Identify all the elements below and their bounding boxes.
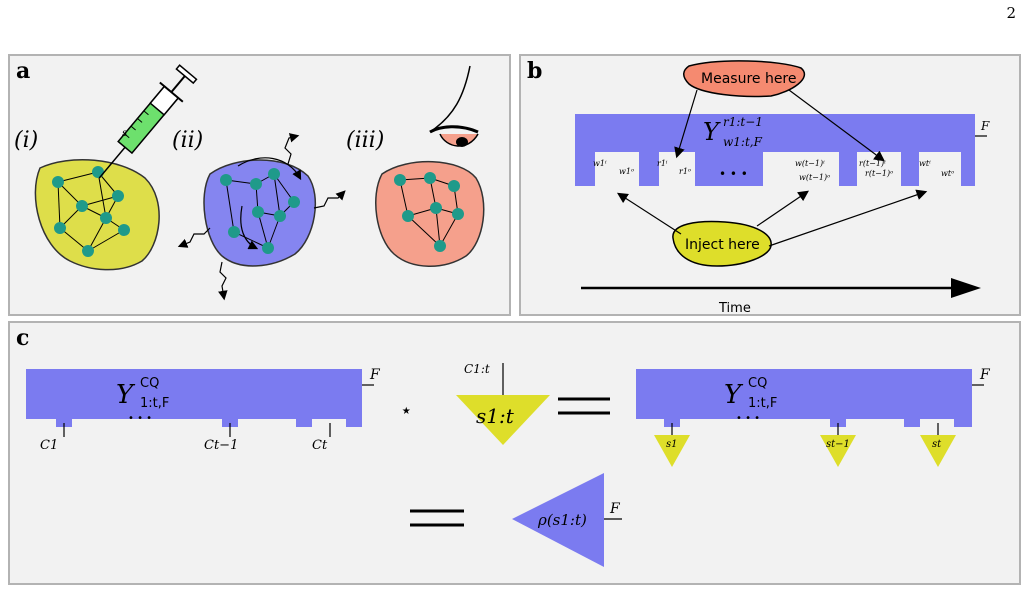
comb-leg-labels: w1ⁱ w1ᵒ r1ⁱ r1ᵒ w(t−1)ⁱ w(t−1)ᵒ r(t−1)ⁱ … bbox=[593, 159, 954, 182]
equals-sign-top bbox=[558, 397, 610, 415]
output-label: F bbox=[980, 119, 990, 133]
inject-label: Inject here bbox=[685, 237, 760, 253]
cq-tensor-right-dots: • • • bbox=[736, 413, 760, 424]
triangle-st-label: st bbox=[932, 439, 942, 450]
leg-ct: Ct bbox=[312, 438, 328, 453]
cq-tensor-dots: • • • bbox=[128, 413, 152, 424]
cq-right-output-label: F bbox=[979, 367, 991, 383]
tensor-superscript: r1:t−1 bbox=[723, 115, 763, 129]
triangle-st-1-label: st−1 bbox=[826, 439, 850, 450]
eye-icon bbox=[429, 65, 479, 147]
seq-tensor-top-label: C1:t bbox=[464, 362, 490, 376]
panel-a-figure: (i) (ii) (iii) s bbox=[14, 64, 485, 301]
stage-label-iii: (iii) bbox=[346, 128, 384, 153]
leg-ct-1: Ct−1 bbox=[204, 438, 238, 453]
rho-output-label: F bbox=[609, 501, 621, 517]
tensor-dots: • • • bbox=[719, 167, 748, 181]
emission-arrows-ii bbox=[177, 133, 346, 301]
triangle-st bbox=[920, 435, 956, 467]
page-number: 2 bbox=[1006, 4, 1016, 22]
tensor-symbol: Υ bbox=[703, 118, 721, 146]
cq-output-label: F bbox=[369, 367, 381, 383]
leg-label: r1ⁱ bbox=[657, 159, 668, 168]
measure-blob bbox=[683, 60, 805, 98]
triangle-s1-label: s1 bbox=[666, 439, 678, 450]
rho-triangle bbox=[512, 473, 604, 567]
cq-tensor-right-sub: 1:t,F bbox=[748, 396, 777, 411]
leg-label: r1ᵒ bbox=[679, 167, 691, 176]
tensor-subscript: w1:t,F bbox=[723, 135, 763, 149]
cq-tensor-right bbox=[636, 369, 972, 427]
nodes-iii bbox=[394, 172, 464, 252]
panel-a-label: a bbox=[16, 58, 31, 84]
system-blob-i bbox=[34, 159, 160, 271]
measure-label: Measure here bbox=[701, 71, 797, 87]
leg-label: w1ⁱ bbox=[593, 159, 607, 168]
rho-label: ρ(s1:t) bbox=[537, 511, 587, 529]
panel-c: c Υ CQ 1:t,F • • • F C1 Ct−1 Ct ⋆ C1:t s… bbox=[8, 321, 1021, 585]
cq-tensor-sup: CQ bbox=[140, 376, 159, 391]
seq-tensor-label: s1:t bbox=[476, 404, 515, 428]
inject-blob bbox=[672, 220, 772, 267]
equals-sign-bottom bbox=[410, 509, 464, 527]
flow-arrows-ii bbox=[237, 157, 302, 250]
cq-tensor-right-sup: CQ bbox=[748, 376, 767, 391]
leg-label: wtᵒ bbox=[941, 169, 954, 178]
seq-tensor-triangle bbox=[456, 395, 550, 445]
panel-a: a (i) (ii) (iii) bbox=[8, 54, 511, 316]
cq-tensor-right-symbol: Υ bbox=[724, 380, 744, 410]
stage-label-ii: (ii) bbox=[172, 128, 203, 153]
time-label: Time bbox=[718, 301, 751, 314]
panel-c-label: c bbox=[16, 325, 30, 351]
leg-label: r(t−1)ᵒ bbox=[865, 169, 893, 178]
process-tensor-comb bbox=[575, 114, 975, 186]
leg-label: w1ᵒ bbox=[619, 167, 634, 176]
leg-label: w(t−1)ⁱ bbox=[795, 159, 825, 168]
leg-c1: C1 bbox=[40, 438, 58, 453]
cq-tensor-symbol: Υ bbox=[116, 380, 136, 410]
cq-tensor-sub: 1:t,F bbox=[140, 396, 169, 411]
leg-label: w(t−1)ᵒ bbox=[799, 173, 830, 182]
syringe-icon bbox=[98, 64, 198, 179]
panel-b: b Υ r1:t−1 w1:t,F • • • F w1ⁱ w1ᵒ r1ⁱ r1… bbox=[519, 54, 1021, 316]
triangle-s1 bbox=[654, 435, 690, 467]
leg-label: wtⁱ bbox=[919, 159, 931, 168]
panel-c-figure: Υ CQ 1:t,F • • • F C1 Ct−1 Ct ⋆ C1:t s1:… bbox=[26, 362, 991, 567]
cq-tensor-left bbox=[26, 369, 362, 427]
triangle-st-1 bbox=[820, 435, 856, 467]
syringe-label: s bbox=[122, 128, 127, 139]
nodes-ii bbox=[220, 168, 300, 254]
panel-b-label: b bbox=[527, 58, 543, 84]
panel-b-figure: Υ r1:t−1 w1:t,F • • • F w1ⁱ w1ᵒ r1ⁱ r1ᵒ … bbox=[575, 60, 990, 314]
leg-label: r(t−1)ⁱ bbox=[859, 159, 886, 168]
stage-label-i: (i) bbox=[14, 128, 38, 153]
star-operator: ⋆ bbox=[400, 398, 413, 422]
nodes-i bbox=[52, 166, 130, 257]
